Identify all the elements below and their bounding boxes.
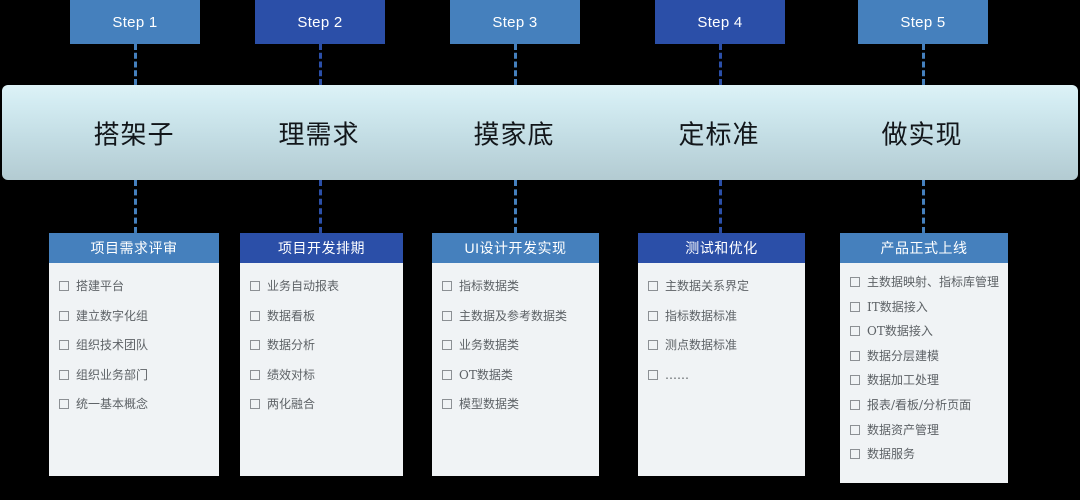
checkbox-icon — [59, 310, 69, 321]
connector-top-4 — [719, 44, 722, 85]
checkbox-icon — [850, 301, 860, 312]
list-item: 主数据及参考数据类 — [442, 307, 591, 326]
list-item: 数据看板 — [250, 307, 395, 326]
list-item: 搭建平台 — [59, 277, 211, 296]
checkbox-icon — [850, 449, 860, 460]
connector-bottom-5 — [922, 180, 925, 233]
detail-card-title: UI设计开发实现 — [432, 233, 599, 263]
connector-top-1 — [134, 44, 137, 85]
step-chip-label: Step 1 — [112, 13, 158, 31]
list-item: IT数据接入 — [850, 298, 1000, 317]
phase-label-4: 定标准 — [678, 119, 760, 149]
detail-card-items: 业务自动报表 数据看板 数据分析 绩效对标 两化融合 — [240, 263, 403, 476]
list-item: 建立数字化组 — [59, 307, 211, 326]
detail-card-title: 产品正式上线 — [840, 233, 1008, 263]
list-item: …… — [648, 366, 797, 385]
step-chip-label: Step 4 — [697, 13, 743, 31]
list-item: 测点数据标准 — [648, 336, 797, 355]
connector-bottom-2 — [319, 180, 322, 233]
list-item: 业务数据类 — [442, 336, 591, 355]
list-item: 数据分析 — [250, 336, 395, 355]
checkbox-icon — [59, 340, 69, 351]
connector-bottom-1 — [134, 180, 137, 233]
detail-card-5[interactable]: 产品正式上线 主数据映射、指标库管理 IT数据接入 OT数据接入 数据分层建模 … — [840, 233, 1008, 483]
checkbox-icon — [850, 326, 860, 337]
detail-card-1[interactable]: 项目需求评审 搭建平台 建立数字化组 组织技术团队 组织业务部门 统一基本概念 — [49, 233, 219, 476]
detail-card-4[interactable]: 测试和优化 主数据关系界定 指标数据标准 测点数据标准 …… — [638, 233, 805, 476]
list-item: 绩效对标 — [250, 366, 395, 385]
list-item: 指标数据类 — [442, 277, 591, 296]
detail-card-items: 指标数据类 主数据及参考数据类 业务数据类 OT数据类 模型数据类 — [432, 263, 599, 476]
phase-label-1: 搭架子 — [93, 119, 175, 149]
checkbox-icon — [850, 375, 860, 386]
list-item: 数据资产管理 — [850, 421, 1000, 440]
step-chip-2[interactable]: Step 2 — [255, 0, 385, 44]
list-item: OT数据类 — [442, 366, 591, 385]
checkbox-icon — [442, 369, 452, 380]
connector-bottom-3 — [514, 180, 517, 233]
list-item: 数据服务 — [850, 445, 1000, 464]
step-chip-label: Step 2 — [297, 13, 343, 31]
connector-top-5 — [922, 44, 925, 85]
connector-top-3 — [514, 44, 517, 85]
step-chip-label: Step 3 — [492, 13, 538, 31]
checkbox-icon — [59, 399, 69, 410]
list-item: 指标数据标准 — [648, 307, 797, 326]
list-item: 模型数据类 — [442, 395, 591, 414]
step-chip-1[interactable]: Step 1 — [70, 0, 200, 44]
list-item: 组织技术团队 — [59, 336, 211, 355]
checkbox-icon — [648, 340, 658, 351]
checkbox-icon — [442, 281, 452, 291]
checkbox-icon — [250, 281, 260, 291]
detail-card-2[interactable]: 项目开发排期 业务自动报表 数据看板 数据分析 绩效对标 两化融合 — [240, 233, 403, 476]
checkbox-icon — [250, 310, 260, 321]
detail-card-title: 项目开发排期 — [240, 233, 403, 263]
checkbox-icon — [442, 399, 452, 410]
list-item: 组织业务部门 — [59, 366, 211, 385]
checkbox-icon — [648, 281, 658, 291]
detail-card-title: 测试和优化 — [638, 233, 805, 263]
checkbox-icon — [850, 350, 860, 361]
list-item: 业务自动报表 — [250, 277, 395, 296]
connector-bottom-4 — [719, 180, 722, 233]
step-chip-label: Step 5 — [900, 13, 946, 31]
list-item: 数据分层建模 — [850, 347, 1000, 366]
detail-card-items: 主数据映射、指标库管理 IT数据接入 OT数据接入 数据分层建模 数据加工处理 … — [840, 263, 1008, 483]
detail-card-title: 项目需求评审 — [49, 233, 219, 263]
list-item: 报表/看板/分析页面 — [850, 396, 1000, 415]
phase-label-2: 理需求 — [278, 119, 360, 149]
checkbox-icon — [250, 369, 260, 380]
connector-top-2 — [319, 44, 322, 85]
detail-card-3[interactable]: UI设计开发实现 指标数据类 主数据及参考数据类 业务数据类 OT数据类 模型数… — [432, 233, 599, 476]
step-chip-3[interactable]: Step 3 — [450, 0, 580, 44]
checkbox-icon — [59, 281, 69, 291]
list-item: 主数据关系界定 — [648, 277, 797, 296]
checkbox-icon — [250, 399, 260, 410]
step-chip-5[interactable]: Step 5 — [858, 0, 988, 44]
checkbox-icon — [250, 340, 260, 351]
checkbox-icon — [648, 369, 658, 380]
list-item: 统一基本概念 — [59, 395, 211, 414]
detail-card-items: 主数据关系界定 指标数据标准 测点数据标准 …… — [638, 263, 805, 476]
checkbox-icon — [59, 369, 69, 380]
detail-card-items: 搭建平台 建立数字化组 组织技术团队 组织业务部门 统一基本概念 — [49, 263, 219, 476]
phase-label-3: 摸家底 — [473, 119, 555, 149]
list-item: 两化融合 — [250, 395, 395, 414]
checkbox-icon — [442, 310, 452, 321]
list-item: OT数据接入 — [850, 322, 1000, 341]
checkbox-icon — [850, 424, 860, 435]
phase-label-5: 做实现 — [881, 119, 963, 149]
list-item: 主数据映射、指标库管理 — [850, 273, 1000, 292]
phase-banner: 搭架子 理需求 摸家底 定标准 做实现 — [2, 85, 1078, 180]
step-chip-4[interactable]: Step 4 — [655, 0, 785, 44]
checkbox-icon — [442, 340, 452, 351]
checkbox-icon — [648, 310, 658, 321]
list-item: 数据加工处理 — [850, 371, 1000, 390]
checkbox-icon — [850, 399, 860, 410]
checkbox-icon — [850, 277, 860, 287]
